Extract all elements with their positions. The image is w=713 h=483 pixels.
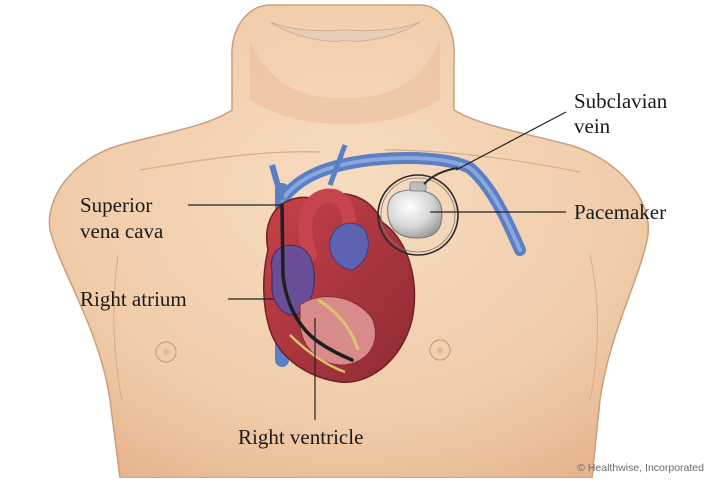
- label-superior-vena-cava-line1: Superior: [80, 193, 152, 217]
- label-right-ventricle: Right ventricle: [238, 425, 363, 449]
- credit-text: © Healthwise, Incorporated: [577, 462, 704, 474]
- label-subclavian-line1: Subclavian: [574, 89, 668, 113]
- label-pacemaker: Pacemaker: [574, 200, 666, 224]
- label-subclavian-line2: vein: [574, 114, 611, 138]
- label-superior-vena-cava-line2: vena cava: [80, 219, 164, 243]
- label-right-atrium: Right atrium: [80, 287, 187, 311]
